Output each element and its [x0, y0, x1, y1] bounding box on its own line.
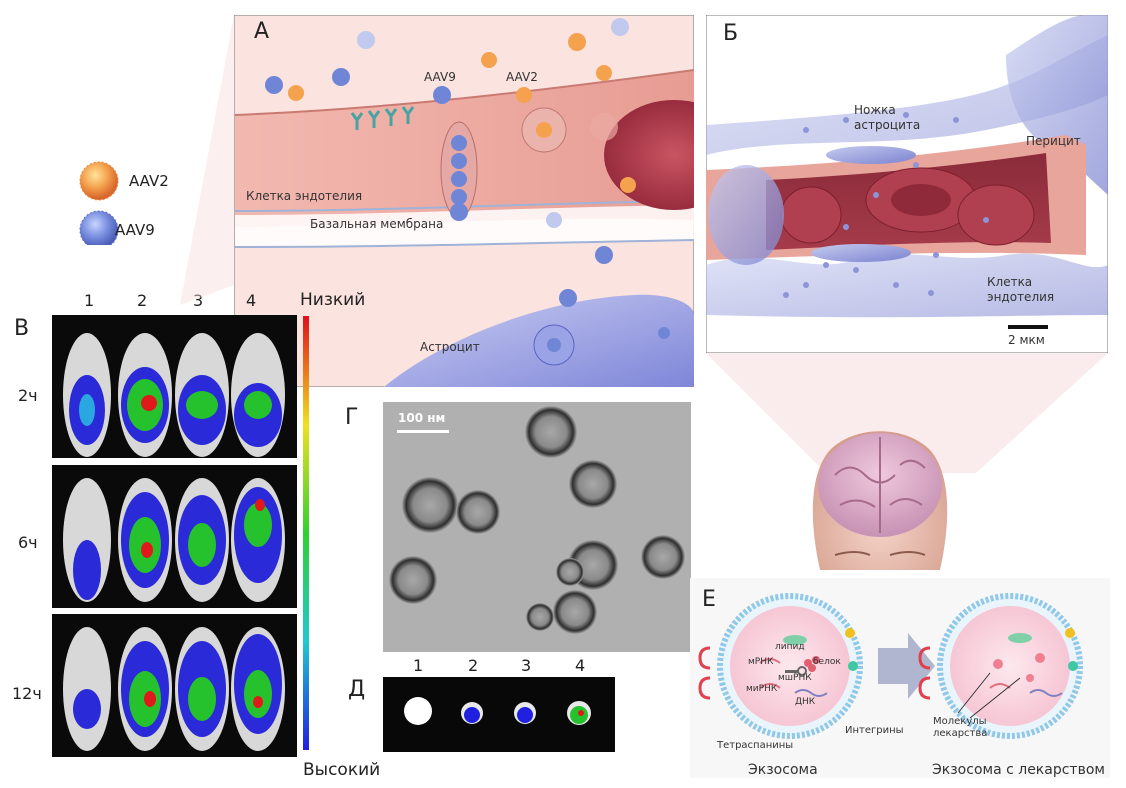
legend-aav9-label: AAV9: [115, 221, 155, 239]
panel-a-aav9-label: AAV9: [424, 70, 456, 84]
legend-particles: [79, 161, 119, 245]
panel-a-astrocyte-label: Астроцит: [420, 340, 480, 354]
panel-d-lane-2: 2: [468, 656, 479, 675]
panel-e-mirna-label: миРНК: [746, 684, 778, 694]
panel-e-drug-molecules-label: Молекулы лекарства: [933, 716, 988, 739]
imaging-12h-mice: [63, 627, 285, 751]
head-icon: [812, 431, 948, 570]
panel-v-lane-4: 4: [246, 291, 257, 310]
panel-v-scale-low-label: Низкий: [300, 290, 366, 310]
legend: [70, 155, 210, 245]
panel-v-lane-1: 1: [84, 291, 95, 310]
panel-e-lipid-label: липид: [775, 642, 805, 652]
panel-e-illustration: [698, 593, 1083, 739]
panel-b-illustration: [706, 15, 1108, 353]
panel-g-tem-image: [383, 402, 691, 652]
legend-aav2-label: AAV2: [129, 172, 169, 190]
panel-b-endothelial-label: Клетка эндотелия: [987, 275, 1055, 304]
panel-v-time-2h: 2ч: [18, 386, 38, 405]
panel-v-lane-2: 2: [137, 291, 148, 310]
panel-e-shrna-label: мшРНК: [778, 673, 812, 683]
panel-b-scale-label: 2 мкм: [1008, 333, 1045, 347]
aav9-particle-icon: [79, 210, 119, 245]
panel-a-aav2-label: AAV2: [506, 70, 538, 84]
panel-e-tetraspanins-label: Тетраспанины: [717, 740, 794, 751]
panel-e-integrins-label: Интегрины: [845, 725, 904, 736]
panel-b: [706, 15, 1108, 353]
panel-v-color-scale: [303, 316, 309, 750]
panel-d-lane-3: 3: [521, 656, 532, 675]
panel-a-illustration: [234, 15, 694, 387]
panel-d-signals: [404, 697, 591, 725]
tem-exosomes: [383, 402, 691, 652]
panel-e: [690, 578, 1110, 778]
panel-a-zoom-wedge: [180, 15, 234, 305]
panel-a-letter: А: [254, 19, 270, 44]
imaging-panel-6h: [52, 465, 297, 608]
panel-d-lane-4: 4: [575, 656, 586, 675]
panel-d-letter: Д: [348, 677, 366, 702]
imaging-6h-mice: [63, 478, 285, 602]
panel-v-lane-3: 3: [193, 291, 204, 310]
panel-e-letter: Е: [702, 587, 716, 612]
panel-b-pericyte-label: Перицит: [1026, 134, 1081, 148]
panel-v-scale-high-label: Высокий: [303, 760, 381, 780]
imaging-panel-2h: [52, 315, 297, 458]
panel-e-mrna-label: мРНК: [748, 657, 774, 667]
panel-v-time-6h: 6ч: [18, 533, 38, 552]
panel-e-dna-label: ДНК: [795, 697, 816, 707]
panel-a-endothelial-label: Клетка эндотелия: [246, 189, 363, 203]
aav2-particle-icon: [79, 161, 119, 201]
panel-g-letter: Г: [345, 405, 359, 430]
panel-e-protein-label: белок: [813, 657, 841, 667]
panel-b-letter: Б: [723, 21, 739, 46]
imaging-2h-mice: [63, 333, 285, 457]
brain-head-illustration: [780, 405, 980, 570]
panel-v-letter: В: [14, 316, 30, 341]
panel-d-image: [383, 677, 615, 752]
panel-e-exosome-caption: Экзосома: [748, 762, 818, 778]
panel-b-zoom-wedge: [706, 353, 1108, 473]
panel-b-scale-bar: [1008, 325, 1048, 329]
panel-a-basal-membrane-label: Базальная мембрана: [310, 217, 444, 231]
panel-g-scale-label: 100 нм: [398, 411, 446, 425]
panel-a: [234, 15, 694, 387]
panel-v-time-12h: 12ч: [12, 684, 42, 703]
panel-d-lane-1: 1: [413, 656, 424, 675]
imaging-panel-12h: [52, 614, 297, 757]
panel-g-scale-bar: [397, 430, 449, 433]
panel-b-astrocyte-foot-label: Ножка астроцита: [854, 103, 921, 132]
panel-e-exosome-drug-caption: Экзосома с лекарством: [932, 762, 1105, 778]
